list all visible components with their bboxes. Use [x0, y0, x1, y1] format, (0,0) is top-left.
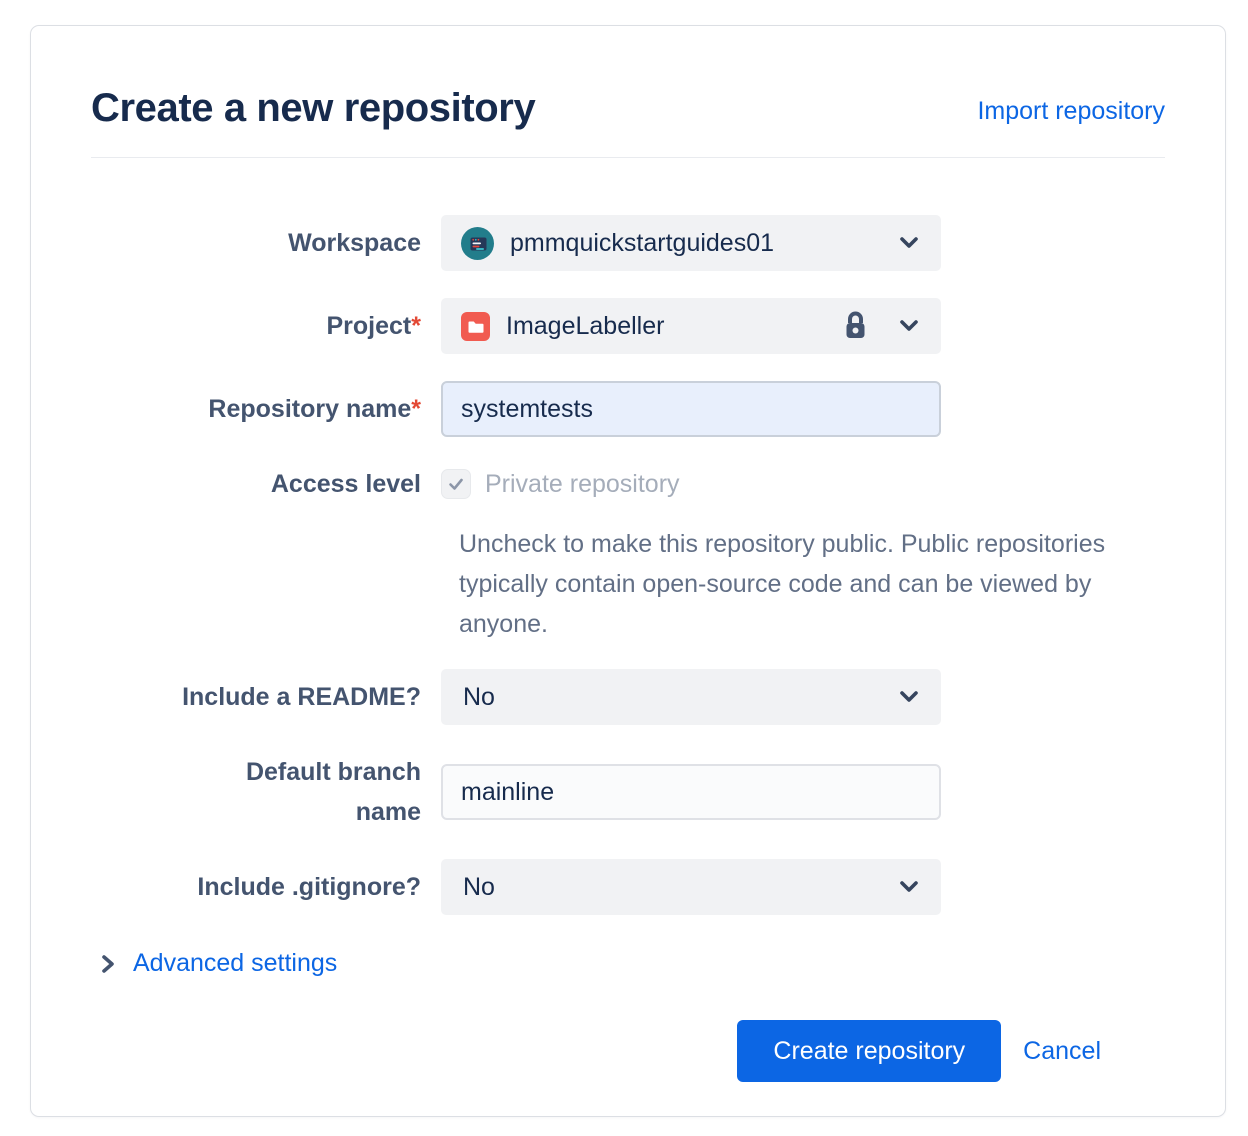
workspace-avatar-icon: [461, 226, 494, 260]
workspace-row: Workspace: [91, 215, 1165, 271]
lock-icon: [842, 310, 869, 342]
folder-icon: [461, 311, 490, 341]
include-readme-row: Include a README? No: [91, 669, 1165, 725]
chevron-down-icon: [897, 318, 921, 334]
page-title: Create a new repository: [91, 86, 536, 130]
create-repository-form: Workspace: [91, 215, 1165, 1082]
access-level-help-text: Uncheck to make this repository public. …: [459, 530, 1106, 638]
include-gitignore-value: No: [463, 872, 495, 901]
advanced-settings-label: Advanced settings: [133, 949, 338, 977]
private-repository-label: Private repository: [485, 469, 680, 498]
required-asterisk: *: [411, 312, 421, 340]
workspace-value: pmmquickstartguides01: [510, 228, 775, 257]
default-branch-label: Default branch name: [245, 758, 421, 826]
default-branch-input[interactable]: [441, 764, 941, 820]
access-level-group: Access level Private repository Uncheck …: [91, 464, 1165, 644]
access-level-label: Access level: [270, 470, 421, 498]
header-divider: [91, 157, 1165, 158]
create-repository-button[interactable]: Create repository: [737, 1020, 1002, 1082]
project-row: Project* ImageLabeller: [91, 298, 1165, 354]
workspace-label: Workspace: [288, 229, 421, 257]
include-readme-select[interactable]: No: [441, 669, 941, 725]
project-label: Project*: [326, 312, 422, 340]
project-value: ImageLabeller: [506, 311, 665, 340]
dialog-actions: Create repository Cancel: [91, 1020, 1165, 1082]
repository-name-label: Repository name*: [208, 395, 421, 423]
repository-name-row: Repository name*: [91, 381, 1165, 437]
repository-name-input[interactable]: [441, 381, 941, 437]
chevron-down-icon: [897, 879, 921, 895]
chevron-down-icon: [897, 235, 921, 251]
project-select[interactable]: ImageLabeller: [441, 298, 941, 354]
cancel-button[interactable]: Cancel: [1009, 1037, 1115, 1066]
advanced-settings-toggle[interactable]: Advanced settings: [101, 949, 1165, 978]
default-branch-row: Default branch name: [91, 752, 1165, 832]
include-gitignore-label: Include .gitignore?: [197, 873, 421, 901]
chevron-down-icon: [897, 689, 921, 705]
access-level-row: Access level Private repository: [91, 464, 1165, 504]
chevron-right-icon: [101, 953, 115, 975]
include-readme-label: Include a README?: [182, 683, 421, 711]
import-repository-link[interactable]: Import repository: [977, 96, 1165, 125]
include-gitignore-select[interactable]: No: [441, 859, 941, 915]
include-readme-value: No: [463, 682, 495, 711]
workspace-select[interactable]: pmmquickstartguides01: [441, 215, 941, 271]
private-repository-checkbox[interactable]: [441, 469, 471, 499]
check-icon: [446, 474, 466, 494]
include-gitignore-row: Include .gitignore? No: [91, 859, 1165, 915]
dialog-header: Create a new repository Import repositor…: [91, 84, 1165, 132]
required-asterisk: *: [411, 395, 421, 423]
create-repository-dialog: Create a new repository Import repositor…: [30, 25, 1226, 1117]
